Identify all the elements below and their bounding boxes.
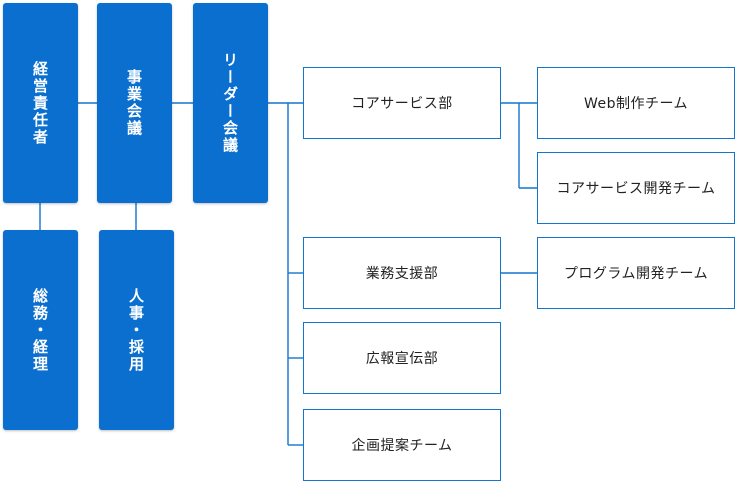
core-service-dept-box: コアサービス部 [303, 67, 501, 139]
business-meeting-label: 事業会議 [125, 69, 143, 137]
business-support-dept-label: 業務支援部 [365, 266, 439, 282]
executive-box: 経営責任者 [3, 3, 78, 203]
web-team-box: Web制作チーム [537, 67, 735, 139]
core-dev-team-box: コアサービス開発チーム [537, 152, 735, 224]
pr-dept-box: 広報宣伝部 [303, 322, 501, 394]
program-dev-team-box: プログラム開発チーム [537, 237, 735, 309]
executive-label: 経営責任者 [31, 60, 49, 146]
web-team-label: Web制作チーム [583, 96, 689, 112]
general-affairs-label: 総務・経理 [31, 287, 49, 373]
pr-dept-label: 広報宣伝部 [365, 351, 439, 367]
leader-meeting-box: リーダー会議 [193, 3, 268, 203]
hr-recruiting-label: 人事・採用 [127, 287, 145, 373]
core-service-dept-label: コアサービス部 [351, 96, 453, 112]
business-meeting-box: 事業会議 [97, 3, 172, 203]
general-affairs-box: 総務・経理 [3, 230, 78, 430]
planning-team-label: 企画提案チーム [351, 438, 453, 454]
core-dev-team-label: コアサービス開発チーム [556, 181, 716, 197]
hr-recruiting-box: 人事・採用 [99, 230, 174, 430]
planning-team-box: 企画提案チーム [303, 409, 501, 481]
leader-meeting-label: リーダー会議 [221, 52, 239, 154]
program-dev-team-label: プログラム開発チーム [563, 266, 709, 282]
business-support-dept-box: 業務支援部 [303, 237, 501, 309]
